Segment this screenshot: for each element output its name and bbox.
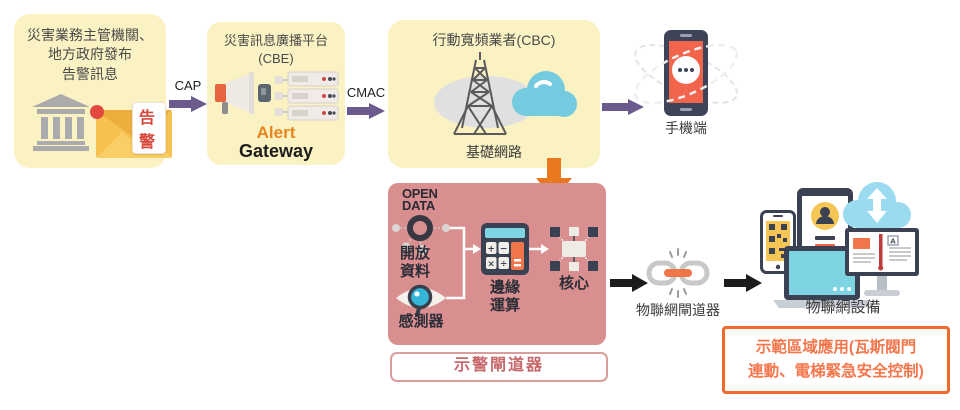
- cbe-box: 災害訊息廣播平台 (CBE): [207, 22, 345, 165]
- iot-gateway-icon: [646, 248, 710, 298]
- edge-label: 邊緣 運算: [489, 279, 520, 314]
- laptop-icon: [773, 246, 871, 308]
- iot-devices-label: 物聯網設備: [805, 299, 881, 316]
- server-icon: [275, 71, 339, 121]
- core-label: 核心: [558, 275, 589, 292]
- iot-devices-group: A: [755, 180, 945, 320]
- demo-application-note: 示範區域應用(瓦斯閥門 連動、電梯緊急安全控制): [722, 326, 950, 394]
- alert-word: Alert: [256, 123, 296, 142]
- sensor-label: 感測器: [398, 313, 444, 330]
- svg-text:+: +: [487, 245, 495, 255]
- cbc-box: 行動寬頻業者(CBC): [388, 20, 600, 168]
- svg-text:×: ×: [487, 260, 495, 270]
- megaphone-icon: [215, 72, 271, 114]
- flow-connector-lines: [446, 226, 549, 300]
- alert-gateway-box: OPEN DATA 開放 資料 感測器: [388, 183, 606, 345]
- cbc-caption: 基礎網路: [466, 144, 522, 160]
- desktop-monitor-icon: A: [845, 228, 919, 296]
- svg-text:A: A: [890, 238, 896, 246]
- alert-dot-icon: [90, 105, 104, 119]
- iot-gateway-label: 物聯網閘道器: [636, 302, 720, 318]
- core-icon: [550, 227, 598, 271]
- cap-arrow-icon: [169, 96, 207, 112]
- cap-label: CAP: [174, 78, 202, 93]
- cmac-label: CMAC: [346, 85, 386, 100]
- svg-text:−: −: [500, 245, 508, 255]
- open-data-hub-icon: [392, 215, 450, 255]
- mobile-arrow-icon: [602, 99, 644, 115]
- agency-box: 災害業務主管機關、 地方政府發布 告警訊息 告警: [14, 14, 172, 168]
- down-arrow-icon: [536, 158, 572, 200]
- sensor-eye-icon: [396, 284, 446, 317]
- cmac-arrow-icon: [347, 103, 385, 119]
- mobile-phone-icon: [633, 30, 739, 116]
- cloud-sync-icon: [843, 182, 911, 228]
- alert-badge: 告警: [132, 102, 166, 154]
- edge-calculator-icon: +− × ÷: [481, 223, 529, 275]
- open-data-label: 開放 資料: [400, 245, 431, 280]
- iot-arrow-1-icon: [610, 274, 648, 292]
- alert-gateway-caption: 示警閘道器: [390, 352, 608, 382]
- gateway-word: Gateway: [238, 141, 314, 161]
- cbe-title: 災害訊息廣播平台 (CBE): [223, 33, 328, 66]
- mobile-label: 手機端: [665, 120, 707, 136]
- open-data-word: OPEN DATA: [402, 186, 438, 214]
- network-tower-icon: [434, 52, 577, 135]
- bank-icon: [32, 94, 90, 151]
- agency-title: 災害業務主管機關、 地方政府發布 告警訊息: [27, 27, 153, 82]
- cbc-title: 行動寬頻業者(CBC): [432, 32, 556, 48]
- svg-text:÷: ÷: [500, 260, 508, 270]
- iot-arrow-2-icon: [724, 274, 762, 292]
